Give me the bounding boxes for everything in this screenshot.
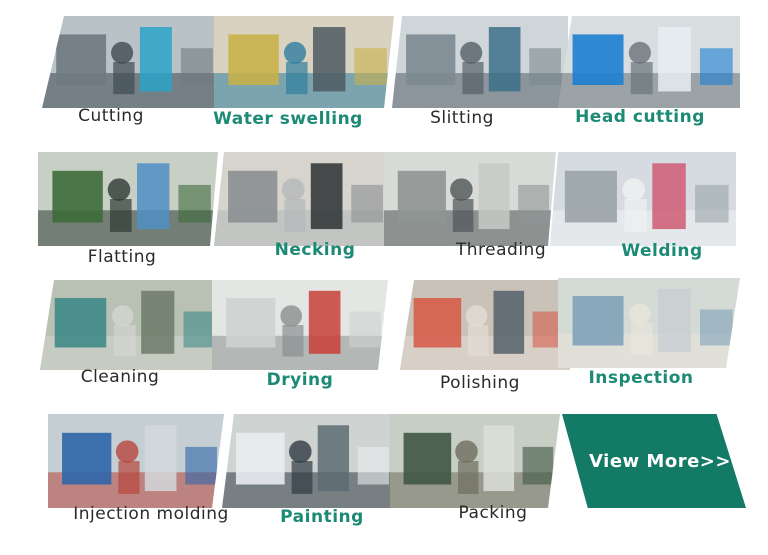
photo-water-swelling xyxy=(214,16,394,108)
photo-threading xyxy=(384,152,556,246)
label-drying: Drying xyxy=(266,370,334,390)
photo-flatting xyxy=(38,152,218,246)
label-polishing: Polishing xyxy=(440,373,520,393)
photo-necking xyxy=(214,152,390,246)
label-cutting: Cutting xyxy=(78,106,144,126)
photo-welding xyxy=(550,152,736,246)
photo-painting xyxy=(222,414,396,508)
photo-polishing xyxy=(400,280,570,370)
label-flatting: Flatting xyxy=(87,247,157,267)
label-necking: Necking xyxy=(274,240,356,260)
photo-cutting xyxy=(42,16,220,108)
photo-cleaning xyxy=(40,280,224,370)
photo-slitting xyxy=(392,16,568,108)
photo-injection-molding xyxy=(48,414,224,508)
label-water-swelling: Water swelling xyxy=(213,109,363,129)
view-more-button[interactable]: View More>> xyxy=(562,414,746,508)
label-threading: Threading xyxy=(455,240,547,260)
photo-inspection xyxy=(558,278,740,368)
label-cleaning: Cleaning xyxy=(80,367,160,387)
label-inspection: Inspection xyxy=(588,368,694,388)
photo-drying xyxy=(212,280,388,370)
label-welding: Welding xyxy=(621,241,703,261)
label-injection-molding: Injection molding xyxy=(73,504,229,524)
label-head-cutting: Head cutting xyxy=(575,107,705,127)
view-more-label: View More>> xyxy=(589,450,731,472)
label-slitting: Slitting xyxy=(430,108,494,128)
label-packing: Packing xyxy=(458,503,528,523)
label-painting: Painting xyxy=(280,507,364,527)
photo-packing xyxy=(390,414,560,508)
photo-head-cutting xyxy=(558,16,740,108)
